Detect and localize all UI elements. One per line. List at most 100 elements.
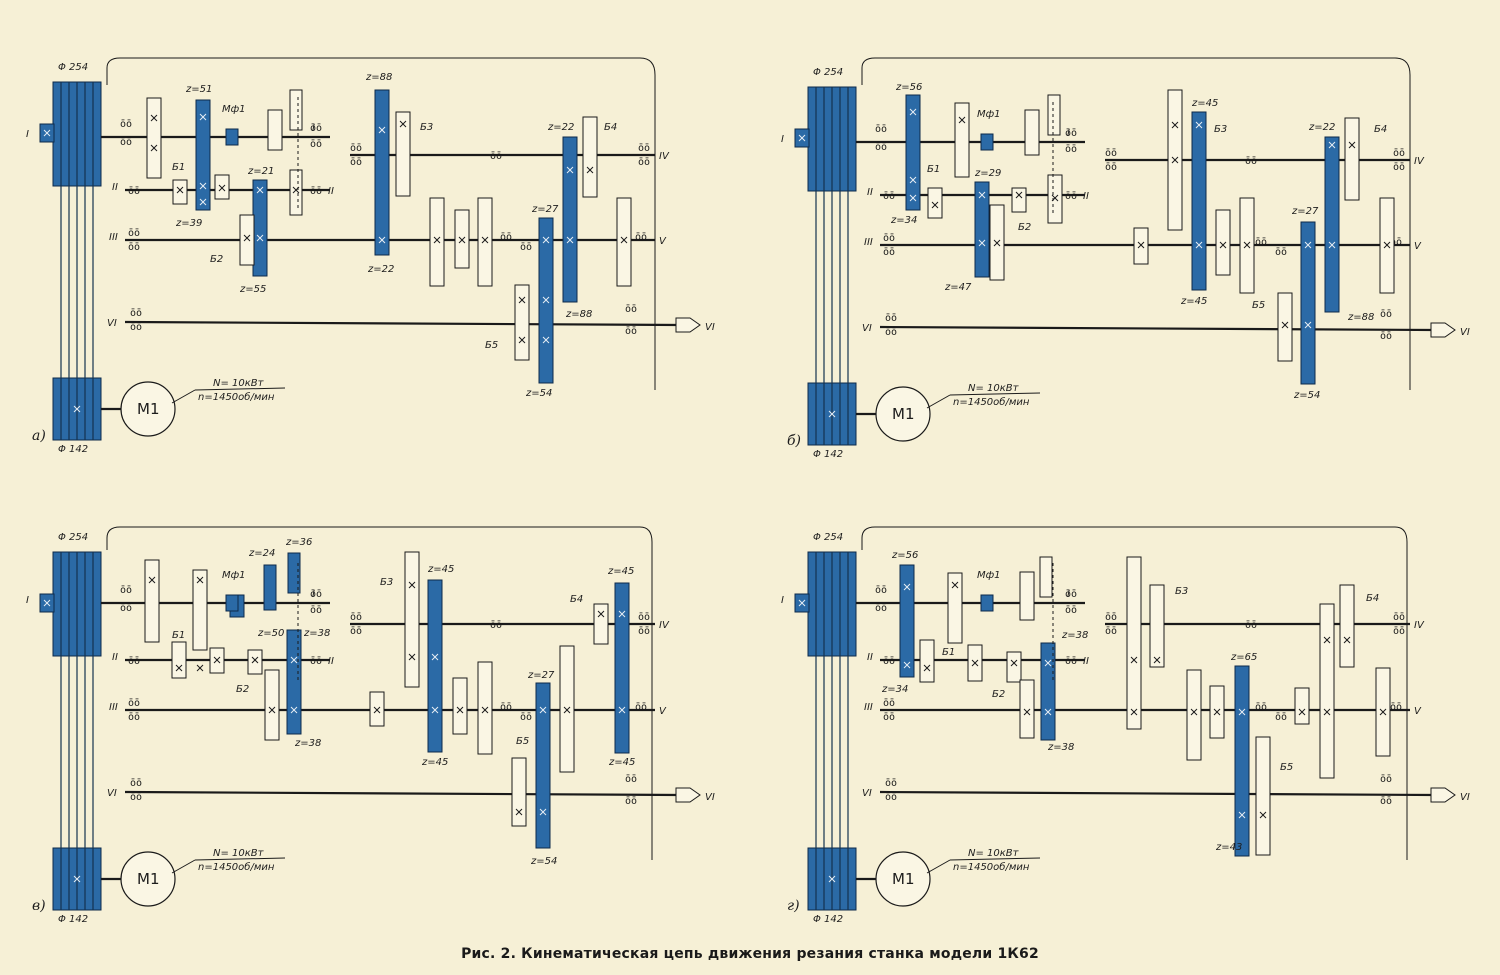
bearing: ōō [1390,702,1402,713]
gear-mark [268,706,276,714]
gear-mark [1383,241,1391,249]
gear-mark [1238,708,1246,716]
gear-mark [586,166,594,174]
gear-mark [199,182,207,190]
shaft-label-I: I [781,134,784,145]
block-label-Б5: Б5 [1252,300,1265,311]
bearing: ōō [1105,162,1117,173]
bearing: ōō [638,157,650,168]
gear-engaged [1234,665,1250,857]
gear-mark [1298,708,1306,716]
gear-idle [171,641,187,679]
pulley-top-label: Φ 254 [58,532,88,543]
gear-idle [264,669,280,741]
block-label-Б1: Б1 [172,630,185,641]
bearing: ōō [120,585,132,596]
shaft-VI [879,790,1436,797]
gear-mark [218,184,226,192]
gear-mark [1219,241,1227,249]
gear-mark [1137,241,1145,249]
shaft-label-I-right: I [1067,589,1070,600]
gear-idle [1006,651,1022,683]
gear-mark [515,808,523,816]
gear-idle [1047,94,1061,136]
figure-caption: Рис. 2. Кинематическая цепь движения рез… [461,946,1039,962]
gear-idle [1039,556,1053,598]
gear-mark [213,656,221,664]
shaft-label-V: V [1414,241,1422,252]
gear-label: z=34 [890,215,917,226]
gear-mark [798,599,806,607]
gear-mark [1153,656,1161,664]
block-label-Б3: Б3 [380,577,393,588]
bearing: ōō [520,712,532,723]
bearing: ōō [310,186,322,197]
bearing: ōō [128,698,140,709]
gear-mark [1238,811,1246,819]
gear-mark [199,113,207,121]
gear-mark [1328,241,1336,249]
gear-mark [993,239,1001,247]
bearing: ōō [885,792,897,803]
bearing: ōō [128,656,140,667]
bearing: ōō [885,313,897,324]
gear-label: z=27 [531,204,559,215]
gear-engaged [287,552,301,594]
gear-label: z=45 [608,757,635,768]
gear-mark [251,656,259,664]
clutch-body [980,133,994,151]
gear-mark [408,581,416,589]
clutch-label: Мф1 [222,570,246,581]
bearing: ōō [1390,237,1402,248]
gear-mark [1195,241,1203,249]
gear-label: z=45 [421,757,448,768]
gear-idle [1047,174,1063,224]
gear-mark [175,664,183,672]
bearing: ōō [1393,162,1405,173]
gear-mark [923,664,931,672]
gear-label: z=56 [891,550,918,561]
gear-idle [1339,584,1355,668]
gear-label: z=21 [247,166,274,177]
motor-leader [194,387,286,391]
bearing: ōō [310,656,322,667]
shaft-label-I: I [26,595,29,606]
gear-idle [1344,117,1360,201]
shaft-label-I-right: I [312,589,315,600]
clutch-label: Мф1 [977,109,1001,120]
gear-label: z=51 [185,84,212,95]
gear-mark [1304,241,1312,249]
bearing: ōō [128,242,140,253]
gear-mark [798,134,806,142]
block-label-Б2: Б2 [236,684,249,695]
gear-mark [951,581,959,589]
gear-engaged [535,682,551,849]
block-label-Б3: Б3 [1214,124,1227,135]
gear-label: z=38 [1061,630,1088,641]
gear-mark [909,108,917,116]
gear-label: z=55 [239,284,266,295]
gear-idle [454,209,470,269]
gear-mark [542,336,550,344]
gear-label: z=43 [1215,842,1242,853]
bearing: ōō [1380,774,1392,785]
gear-label: z=38 [1047,742,1074,753]
bearing: ōō [875,142,887,153]
shaft-label-V: V [659,706,667,717]
clutch-body [225,128,239,146]
gear-mark [1130,656,1138,664]
gear-idle [1294,687,1310,725]
gear-idle [1024,109,1040,156]
shaft-VI [124,790,681,797]
bearing: ōō [1255,237,1267,248]
gear-label: z=38 [303,628,330,639]
motor-leader [926,394,951,409]
bearing: ōō [1105,612,1117,623]
bearing: ōō [638,143,650,154]
gear-idle [593,603,609,645]
gear-mark [542,236,550,244]
gear-label: z=27 [527,670,555,681]
block-label-Б3: Б3 [1175,586,1188,597]
gear-idle [582,116,598,198]
